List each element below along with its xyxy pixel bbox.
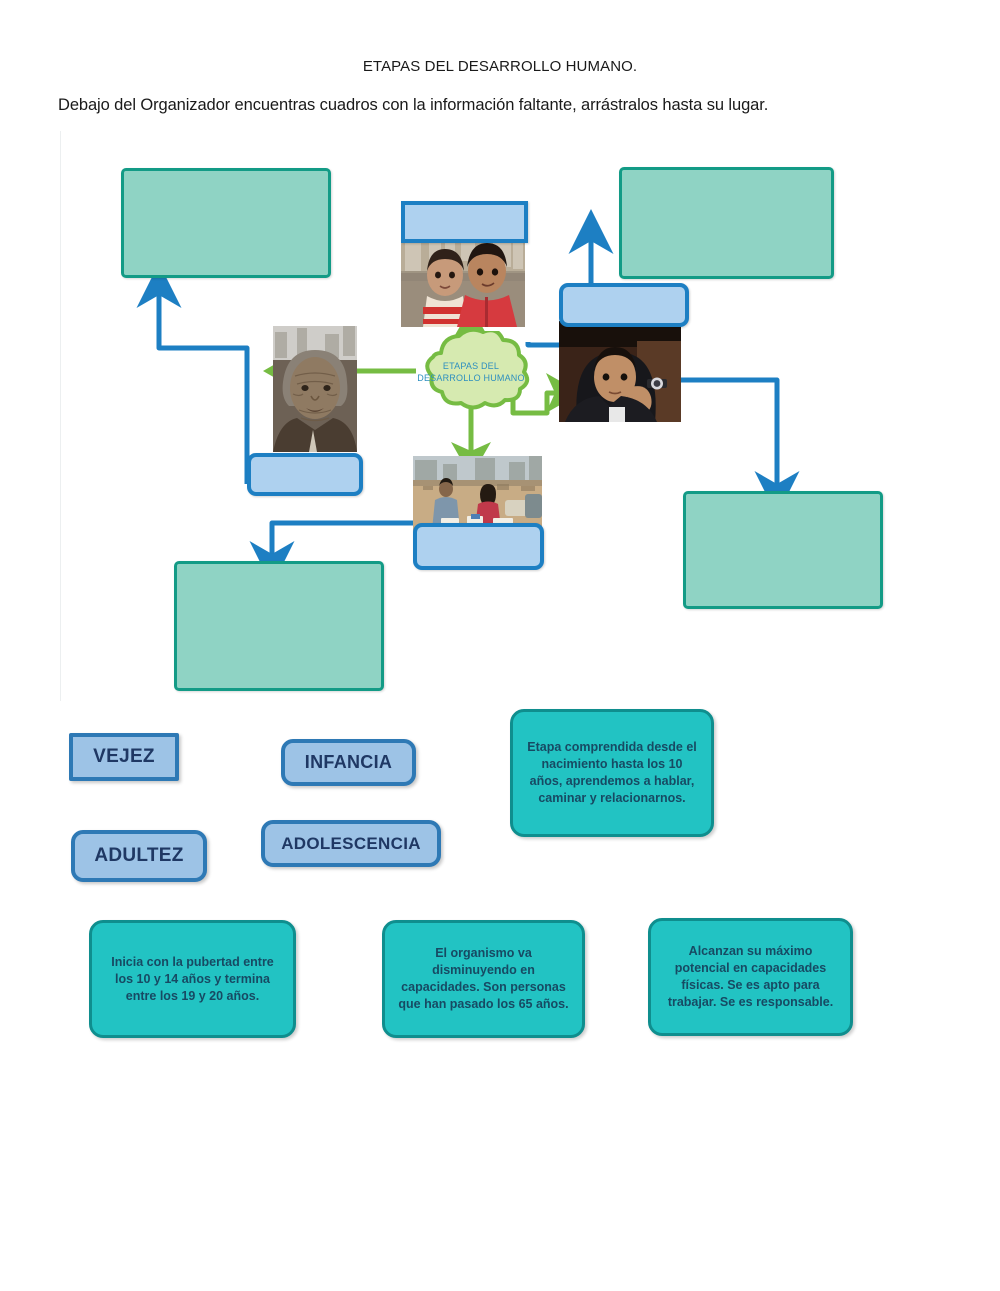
desc-adolescencia[interactable]: Inicia con la pubertad entre los 10 y 14… <box>89 920 296 1038</box>
chip-adultez-label: ADULTEZ <box>94 845 184 866</box>
desc-vejez-text: El organismo va disminuyendo en capacida… <box>398 946 569 1011</box>
chip-adolescencia[interactable]: ADOLESCENCIA <box>261 820 441 867</box>
slot-vejez[interactable] <box>247 453 363 496</box>
chip-infancia-label: INFANCIA <box>304 752 393 772</box>
connector-vejez-to-topleft <box>136 263 250 484</box>
connector-adolescencia-to-bottomright <box>681 377 800 516</box>
photo-vejez <box>273 326 357 452</box>
desc-infancia-text: Etapa comprendida desde el nacimiento ha… <box>527 740 697 805</box>
chip-vejez[interactable]: VEJEZ <box>69 733 179 781</box>
desc-infancia[interactable]: Etapa comprendida desde el nacimiento ha… <box>510 709 714 837</box>
slot-adultez[interactable] <box>413 523 544 570</box>
desc-adultez[interactable]: Alcanzan su máximo potencial en capacida… <box>648 918 853 1036</box>
cloud-shape <box>425 327 530 410</box>
chip-vejez-label: VEJEZ <box>93 746 155 767</box>
instructions-text: Debajo del Organizador encuentras cuadro… <box>58 96 769 114</box>
center-node-cloud: ETAPAS DEL DESARROLLO HUMANO <box>411 327 531 413</box>
desc-adolescencia-text: Inicia con la pubertad entre los 10 y 14… <box>111 954 274 1003</box>
slot-adolescencia[interactable] <box>559 283 689 327</box>
dropzone-top-left[interactable] <box>121 168 331 278</box>
connector-adultez-to-bottomleft <box>249 520 481 586</box>
dropzone-top-right[interactable] <box>619 167 834 279</box>
dropzone-bottom-right[interactable] <box>683 491 883 609</box>
slot-infancia[interactable] <box>401 201 528 243</box>
photo-adolescencia <box>559 321 681 422</box>
dropzone-bottom-left[interactable] <box>174 561 384 691</box>
desc-vejez[interactable]: El organismo va disminuyendo en capacida… <box>382 920 585 1038</box>
desc-adultez-text: Alcanzan su máximo potencial en capacida… <box>667 944 834 1009</box>
chip-adultez[interactable]: ADULTEZ <box>71 830 207 882</box>
organizer-canvas: ETAPAS DEL DESARROLLO HUMANO <box>60 131 941 701</box>
page-title: ETAPAS DEL DESARROLLO HUMANO. <box>362 58 638 75</box>
chip-adolescencia-label: ADOLESCENCIA <box>281 833 421 853</box>
chip-infancia[interactable]: INFANCIA <box>281 739 416 786</box>
